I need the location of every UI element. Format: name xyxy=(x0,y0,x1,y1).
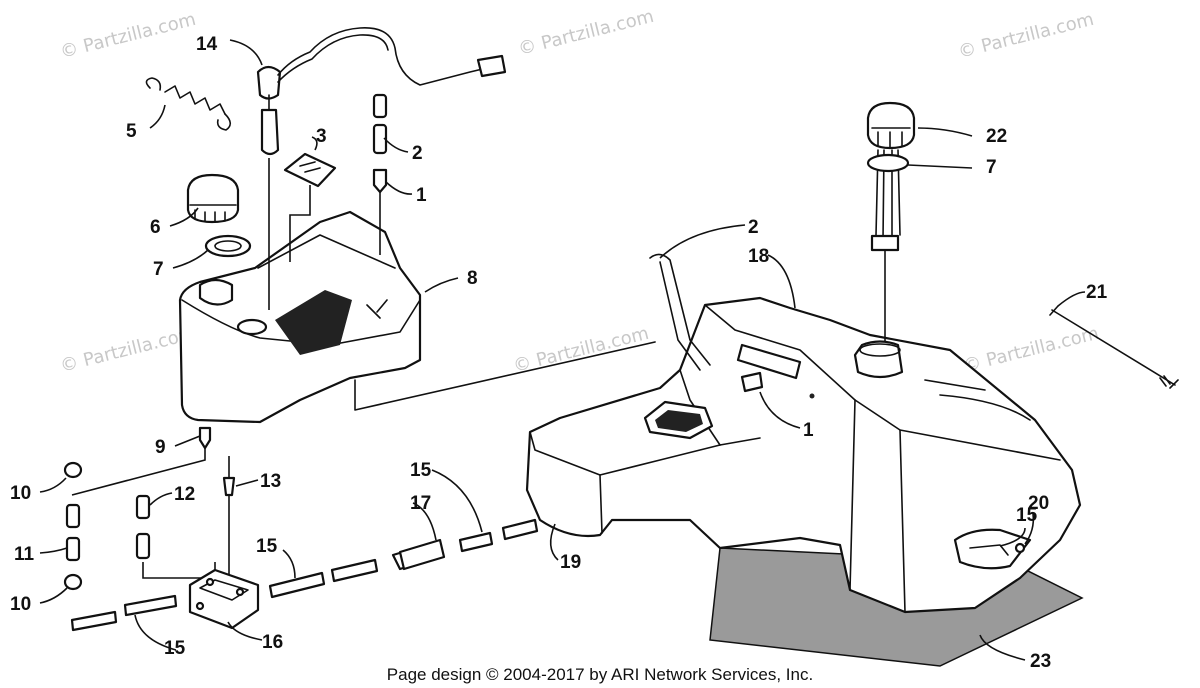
callout-5: 5 xyxy=(126,121,137,142)
callout-21: 21 xyxy=(1086,282,1108,303)
callout-2: 2 xyxy=(748,217,759,238)
callout-11: 11 xyxy=(14,544,35,565)
callout-7: 7 xyxy=(153,259,164,280)
callout-2: 2 xyxy=(412,143,423,164)
callout-16: 16 xyxy=(262,632,283,653)
rod-21 xyxy=(1049,305,1179,389)
watermark: © Partzilla.com xyxy=(956,9,1096,63)
callout-9: 9 xyxy=(155,437,166,458)
copyright-footer: Page design © 2004-2017 by ARI Network S… xyxy=(387,665,813,684)
callout-15: 15 xyxy=(256,536,278,557)
callout-3: 3 xyxy=(316,126,327,147)
hose-12-a xyxy=(135,494,151,520)
callout-19: 19 xyxy=(560,552,581,573)
oil-pump-16 xyxy=(188,568,260,630)
fitting-1-large-tank xyxy=(740,371,764,393)
callout-13: 13 xyxy=(260,471,281,492)
callout-10: 10 xyxy=(10,594,31,615)
callout-15: 15 xyxy=(164,638,186,659)
hose-11-with-clamps xyxy=(63,461,83,591)
watermark: © Partzilla.com xyxy=(58,323,198,377)
filter-17 xyxy=(398,538,446,571)
callout-6: 6 xyxy=(150,217,161,238)
callout-15: 15 xyxy=(1016,505,1038,526)
callout-labels: 14 5 3 2 1 6 7 8 9 10 11 12 13 10 15 16 … xyxy=(10,34,1108,672)
callout-14: 14 xyxy=(196,34,218,55)
watermark: © Partzilla.com xyxy=(961,323,1101,377)
filler-cap-6 xyxy=(186,173,240,224)
callout-12: 12 xyxy=(174,484,195,505)
gasket-7 xyxy=(204,234,252,258)
callout-20: 20 xyxy=(1028,493,1049,514)
oil-level-sensor-14 xyxy=(256,27,507,310)
fitting-1-small-tank xyxy=(372,93,388,255)
hose-12-b xyxy=(135,532,151,560)
oil-tank-large xyxy=(525,296,1084,667)
callout-10: 10 xyxy=(10,483,31,504)
callout-23: 23 xyxy=(1030,651,1051,672)
callout-8: 8 xyxy=(467,268,478,289)
oil-tank-small xyxy=(178,210,656,424)
cap-dipstick-22 xyxy=(866,101,916,342)
callout-1: 1 xyxy=(803,420,814,441)
watermark: © Partzilla.com xyxy=(58,9,198,63)
leader-lines xyxy=(39,39,1086,661)
hose-15-lower-left xyxy=(70,610,118,632)
callout-17: 17 xyxy=(410,493,431,514)
callout-15: 15 xyxy=(410,460,432,481)
callout-1: 1 xyxy=(416,185,427,206)
watermark: © Partzilla.com xyxy=(511,323,651,377)
o-ring-7 xyxy=(866,153,910,173)
check-valve-13 xyxy=(222,476,236,497)
callout-7: 7 xyxy=(986,157,997,178)
callout-18: 18 xyxy=(748,246,769,267)
callout-22: 22 xyxy=(986,126,1007,147)
watermark: © Partzilla.com xyxy=(516,6,656,60)
spring-5 xyxy=(145,77,232,131)
outlet-fitting-9 xyxy=(198,426,212,450)
